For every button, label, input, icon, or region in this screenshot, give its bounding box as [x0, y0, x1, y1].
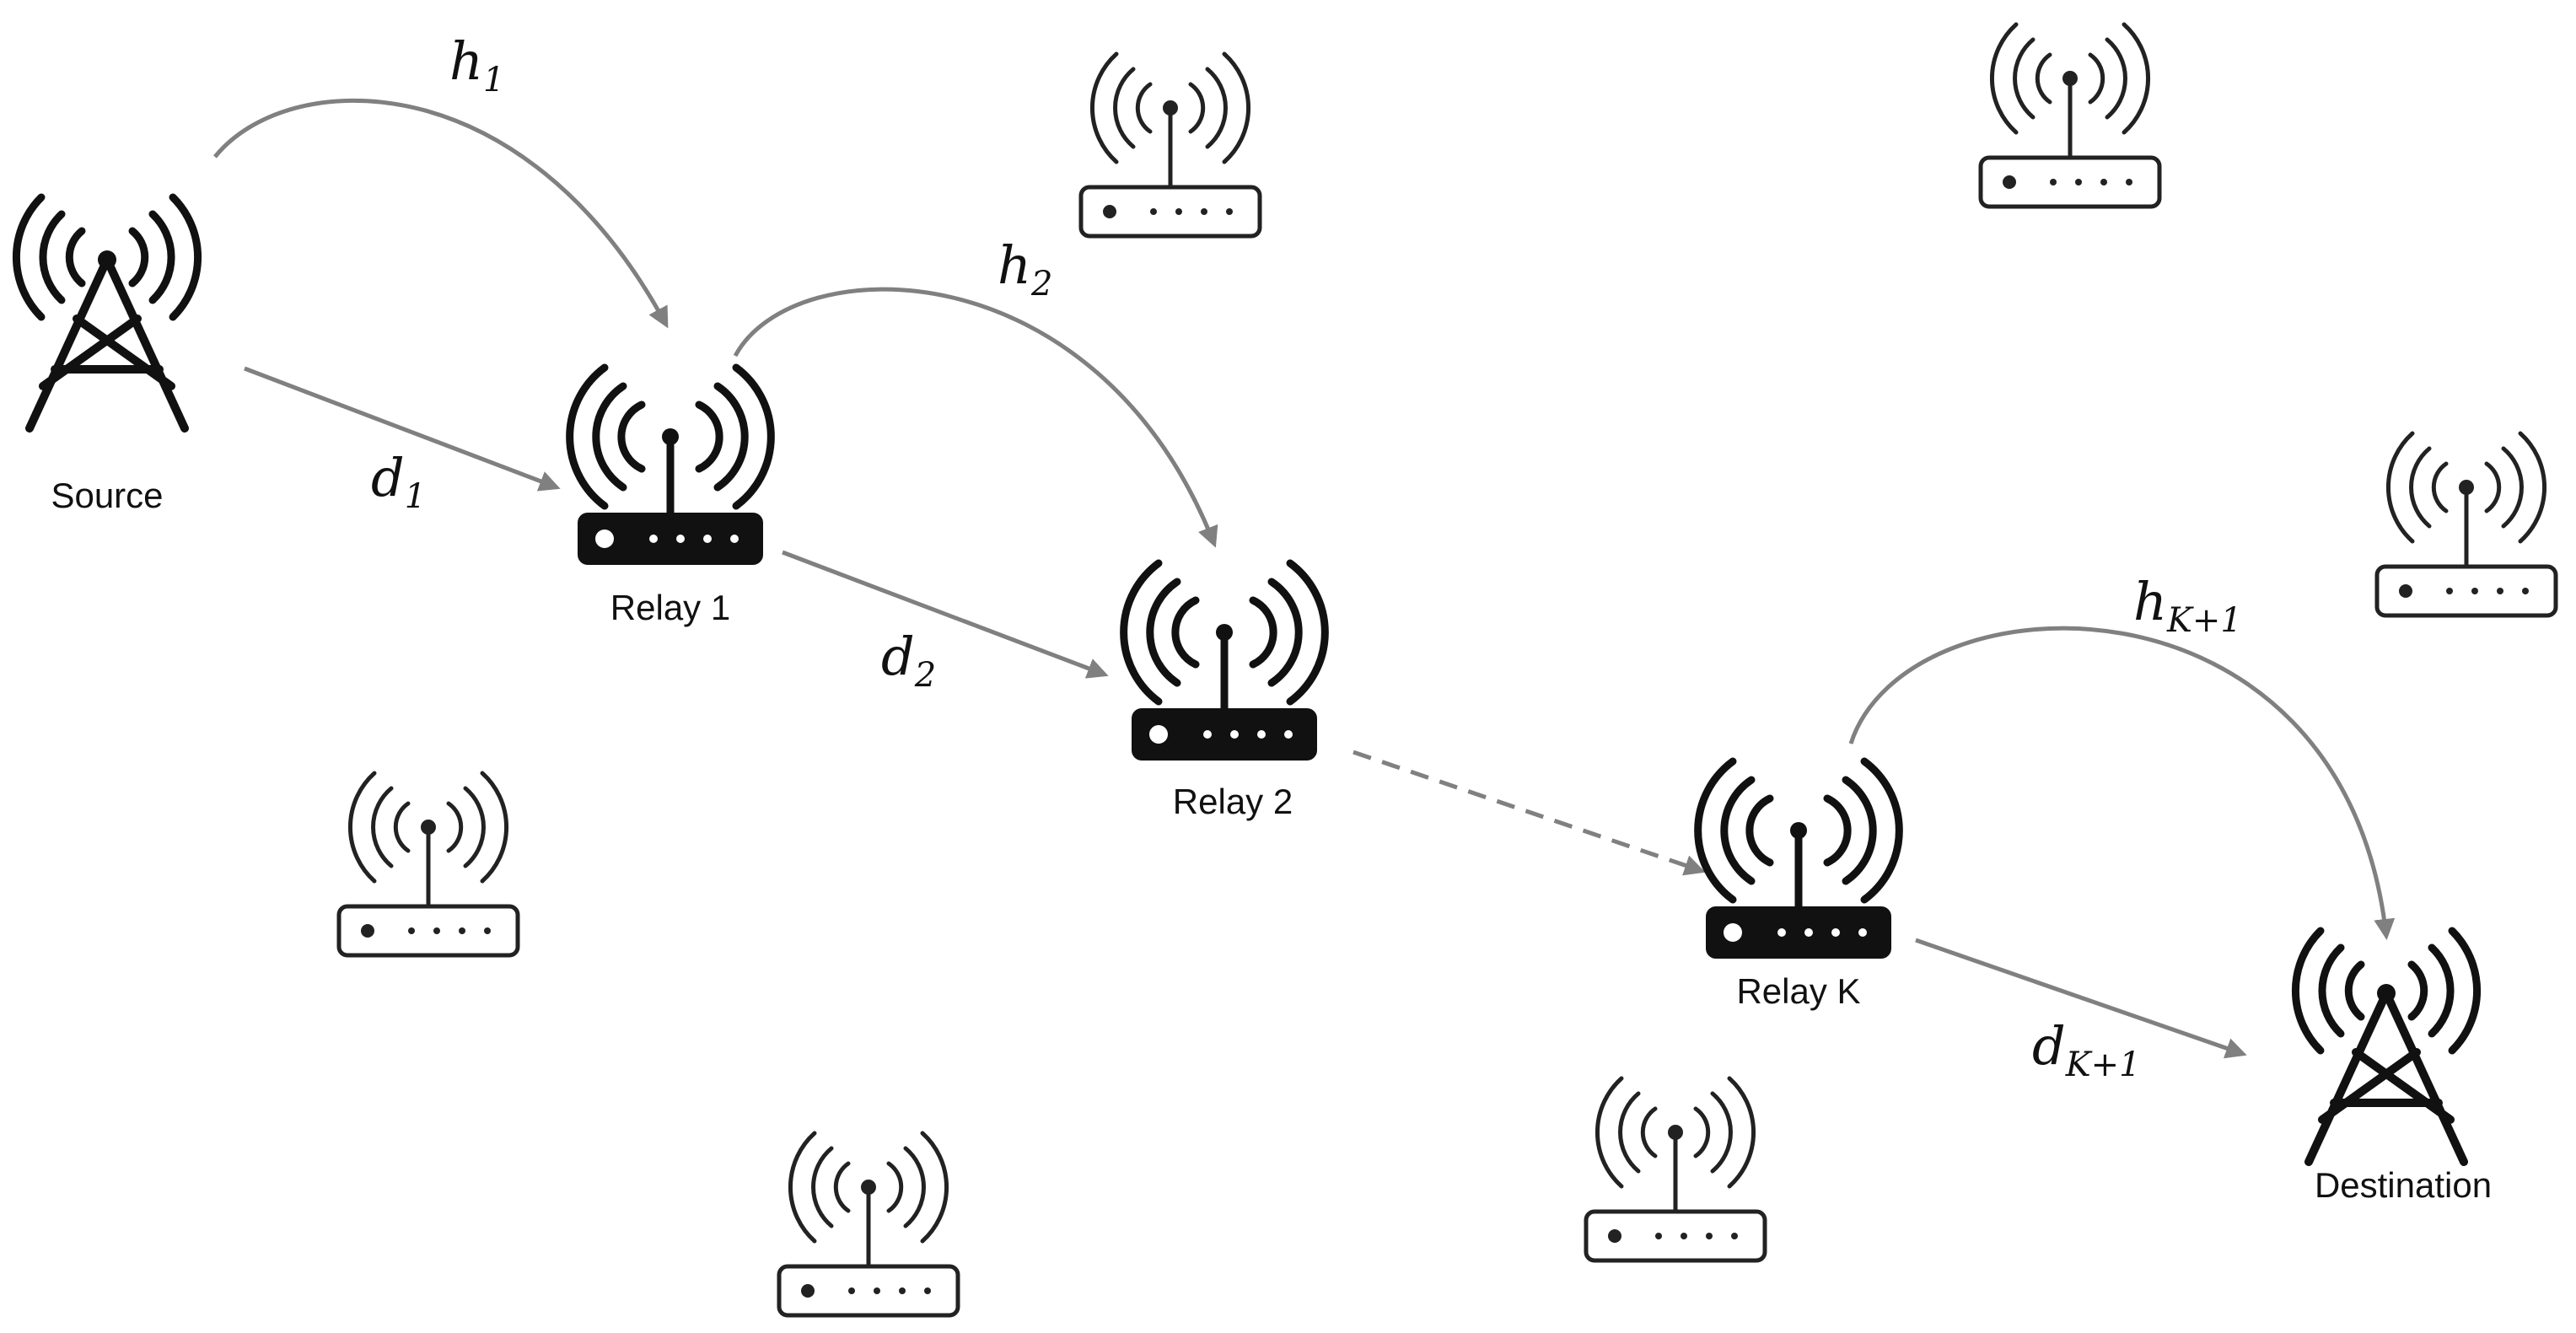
- link-arrows: [213, 98, 2396, 1059]
- h1-arrow: [213, 98, 669, 329]
- source-label: Source: [51, 476, 163, 515]
- d2-label: d2: [881, 626, 936, 695]
- relay2-label: Relay 2: [1173, 782, 1293, 821]
- source-node: Source: [16, 197, 197, 515]
- d1-arrow: [244, 366, 561, 492]
- relayk-node: Relay K: [1698, 761, 1900, 1011]
- idle-router-icon: [1586, 1078, 1765, 1260]
- d2-arrow: [782, 550, 1109, 679]
- h2-label: h2: [998, 234, 1052, 304]
- hk1-arrow: [1848, 626, 2396, 940]
- idle-router-icon: [1981, 24, 2159, 207]
- dk1-label: dK+1: [2032, 1015, 2141, 1084]
- router-icon: [1698, 761, 1900, 959]
- relay2-to-relayk-dashed-arrow: [1353, 750, 1706, 876]
- router-icon: [570, 368, 772, 565]
- h1-label: h1: [449, 30, 504, 99]
- d1-label: d1: [371, 447, 426, 516]
- relay1-node: Relay 1: [570, 368, 772, 627]
- cell-tower-icon: [2295, 931, 2477, 1162]
- destination-label: Destination: [2315, 1165, 2492, 1205]
- hk1-label: hK+1: [2133, 571, 2242, 640]
- cell-tower-icon: [16, 197, 197, 428]
- relayk-label: Relay K: [1736, 971, 1860, 1011]
- idle-router-icon: [2377, 433, 2556, 615]
- idle-router-icon: [339, 773, 518, 955]
- destination-node: Destination: [2295, 931, 2492, 1205]
- relay2-node: Relay 2: [1124, 563, 1326, 821]
- idle-router-icon: [1081, 54, 1260, 236]
- h2-arrow: [733, 287, 1218, 548]
- router-icon: [1124, 563, 1326, 761]
- dk1-arrow: [1915, 938, 2247, 1059]
- idle-router-icon: [779, 1133, 958, 1315]
- relay1-label: Relay 1: [610, 588, 730, 627]
